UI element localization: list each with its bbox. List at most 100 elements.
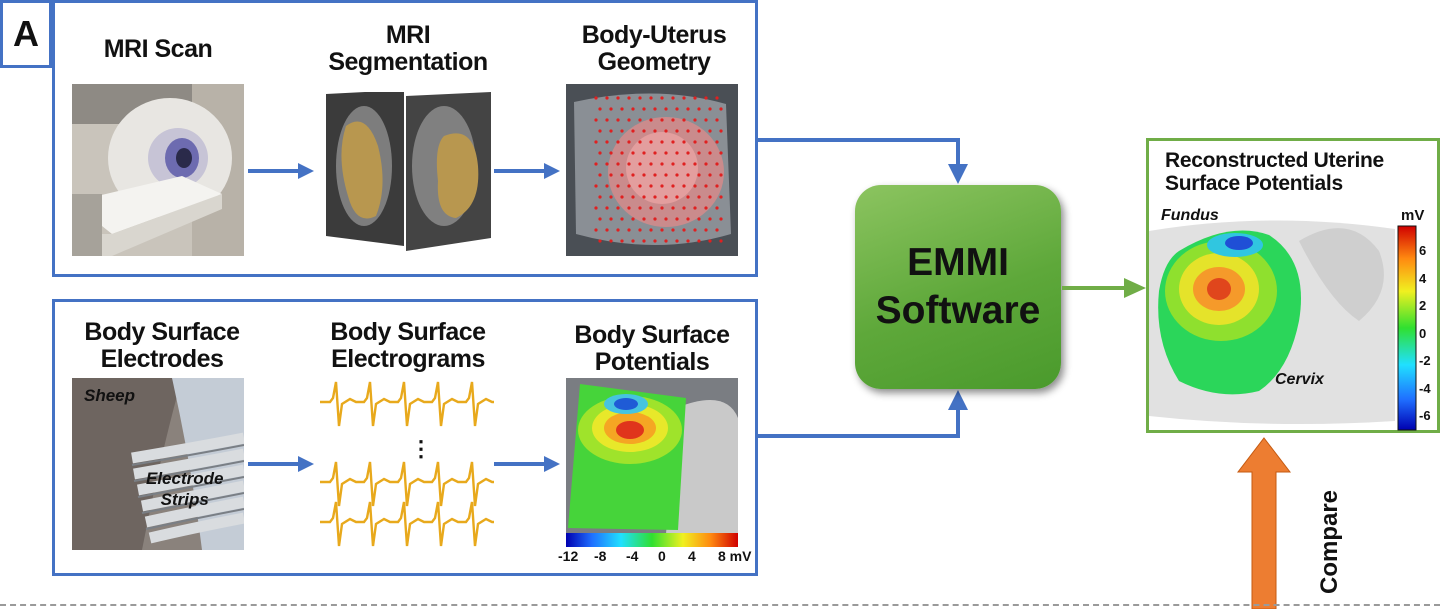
electrode-point: [704, 96, 708, 100]
electrode-point: [704, 162, 708, 166]
electrode-point: [605, 118, 609, 122]
electrode-point: [594, 140, 598, 144]
fundus-label: Fundus: [1161, 207, 1219, 224]
electrode-point: [660, 228, 664, 232]
electrode-point: [704, 228, 708, 232]
electrode-point: [664, 217, 668, 221]
reconstruction-colorbar: [1397, 225, 1417, 431]
electrode-point: [642, 107, 646, 111]
electrode-point: [649, 118, 653, 122]
electrode-point: [594, 228, 598, 232]
cervix-label: Cervix: [1275, 371, 1324, 388]
electrode-point: [675, 217, 679, 221]
electrode-point: [686, 173, 690, 177]
electrode-point: [660, 96, 664, 100]
electrode-point: [598, 173, 602, 177]
electrode-point: [664, 129, 668, 133]
electrode-point: [682, 206, 686, 210]
electrode-point: [682, 140, 686, 144]
electrode-point: [671, 140, 675, 144]
electrode-point: [664, 239, 668, 243]
electrode-point: [708, 195, 712, 199]
electrode-point: [642, 151, 646, 155]
electrode-point: [693, 140, 697, 144]
electrode-point: [594, 206, 598, 210]
electrode-point: [627, 96, 631, 100]
body-surface-colorbar: [566, 533, 738, 547]
electrode-point: [704, 140, 708, 144]
electrode-point: [675, 129, 679, 133]
electrode-point: [616, 206, 620, 210]
electrode-point: [594, 118, 598, 122]
electrode-point: [620, 217, 624, 221]
electrode-point: [609, 107, 613, 111]
arrow-seg-to-geometry: [494, 163, 560, 179]
electrode-point: [682, 118, 686, 122]
electrode-point: [649, 206, 653, 210]
compare-label: Compare: [1316, 489, 1343, 595]
body-surface-colorbar-ticks: -12 -8 -4 0 4 8 mV: [556, 548, 756, 566]
bs-tick: -4: [626, 548, 639, 564]
electrode-point: [693, 184, 697, 188]
panel-label: A: [0, 0, 52, 68]
electrode-point: [715, 206, 719, 210]
electrode-point: [638, 184, 642, 188]
electrode-point: [616, 228, 620, 232]
electrode-point: [704, 118, 708, 122]
arrow-electrodes-to-electrograms: [248, 456, 314, 472]
electrode-point: [616, 118, 620, 122]
arrow-electrograms-to-potentials: [494, 456, 560, 472]
electrode-point: [682, 162, 686, 166]
colorbar-ticks: 6 4 2 0 -2 -4 -6: [1419, 237, 1440, 430]
electrode-point: [627, 228, 631, 232]
electrode-point: [638, 96, 642, 100]
electrode-point: [620, 129, 624, 133]
electrode-point: [627, 162, 631, 166]
electrogram-ellipsis: ⋮: [410, 436, 432, 461]
electrogram-trace: [320, 461, 494, 507]
bs-tick: -8: [594, 548, 607, 564]
electrode-point: [598, 195, 602, 199]
electrode-point: [594, 162, 598, 166]
electrode-point: [638, 206, 642, 210]
electrode-point: [609, 151, 613, 155]
electrode-point: [598, 239, 602, 243]
electrode-point: [627, 206, 631, 210]
electrode-point: [631, 173, 635, 177]
electrode-point: [594, 96, 598, 100]
electrode-point: [642, 195, 646, 199]
electrode-point: [719, 239, 723, 243]
electrode-point: [697, 107, 701, 111]
electrode-point: [686, 151, 690, 155]
electrode-point: [675, 239, 679, 243]
electrode-point: [715, 118, 719, 122]
electrode-point: [697, 129, 701, 133]
electrode-point: [598, 107, 602, 111]
electrogram-trace: [320, 381, 494, 427]
electrode-point: [605, 140, 609, 144]
electrode-point: [715, 140, 719, 144]
electrode-point: [642, 173, 646, 177]
electrode-point: [682, 96, 686, 100]
emmi-software-block: EMMI Software: [855, 185, 1061, 389]
electrode-point: [605, 206, 609, 210]
electrode-point: [719, 107, 723, 111]
electrode-point: [660, 162, 664, 166]
electrode-point: [708, 129, 712, 133]
electrode-point: [649, 184, 653, 188]
electrode-point: [653, 129, 657, 133]
electrode-point: [719, 195, 723, 199]
electrode-point: [605, 228, 609, 232]
electrode-point: [697, 173, 701, 177]
electrode-point: [620, 239, 624, 243]
electrode-point: [686, 129, 690, 133]
compare-arrow: [1236, 437, 1292, 609]
electrode-point: [620, 173, 624, 177]
electrode-point: [642, 239, 646, 243]
electrode-point: [686, 217, 690, 221]
recon-tick: -4: [1419, 380, 1431, 396]
